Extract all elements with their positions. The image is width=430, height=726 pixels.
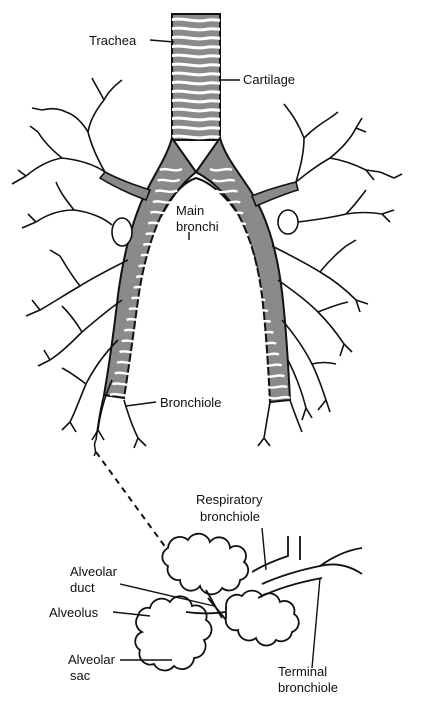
cartilage-ring xyxy=(264,385,288,389)
cartilage-ring xyxy=(126,317,150,322)
cartilage-ring xyxy=(250,330,274,335)
label-respiratory-bronchiole-line2: bronchiole xyxy=(200,509,260,524)
cartilage-ring xyxy=(172,26,223,32)
trachea xyxy=(171,13,223,158)
cartilage-ring xyxy=(172,62,223,68)
cartilage-ring xyxy=(172,17,223,23)
leader-lines xyxy=(112,39,321,669)
cartilage-ring xyxy=(157,178,181,183)
cartilage-ring xyxy=(253,341,277,346)
cartilage-ring xyxy=(172,107,223,113)
cartilage-ring xyxy=(116,360,140,365)
cartilage-ring xyxy=(172,116,223,122)
cartilage-ring xyxy=(220,211,244,216)
label-main-bronchi-line1: Main xyxy=(176,203,204,218)
cartilage-ring xyxy=(121,339,145,344)
cartilage-ring xyxy=(138,264,162,269)
cartilage-ring xyxy=(159,167,183,172)
cartilage-ring xyxy=(152,200,176,204)
cartilage-ring xyxy=(212,178,236,183)
cartilage-ring xyxy=(172,125,223,131)
cartilage-ring xyxy=(267,395,291,400)
cartilage-ring xyxy=(123,328,147,333)
cartilage-ring xyxy=(111,382,135,386)
cartilage-ring xyxy=(234,265,258,270)
labels: Trachea Cartilage Main bronchi Bronchiol… xyxy=(49,33,338,695)
cartilage-ring xyxy=(133,285,157,290)
label-alveolar-duct-line2: duct xyxy=(70,580,95,595)
label-alveolus: Alveolus xyxy=(49,605,99,620)
cartilage-ring xyxy=(223,222,247,226)
cartilage-ring xyxy=(239,287,263,292)
cartilage-ring xyxy=(118,350,143,354)
cartilage-ring xyxy=(142,242,166,247)
cartilage-ring xyxy=(248,319,272,324)
right-bronchial-branches xyxy=(250,103,403,447)
cartilage-ring xyxy=(172,89,223,95)
cartilage-ring xyxy=(140,253,164,258)
cartilage-ring xyxy=(259,363,283,368)
label-main-bronchi-line2: bronchi xyxy=(176,219,219,234)
cartilage-ring xyxy=(261,374,286,378)
cartilage-ring xyxy=(214,189,239,194)
alveolar-cluster xyxy=(134,532,363,672)
label-terminal-bronchiole-line2: bronchiole xyxy=(278,680,338,695)
main-bronchi xyxy=(102,135,292,404)
cartilage-ring xyxy=(147,221,171,226)
cartilage-ring xyxy=(237,276,261,281)
label-trachea: Trachea xyxy=(89,33,137,48)
cartilage-ring xyxy=(149,210,174,215)
cartilage-ring xyxy=(172,35,223,41)
cartilage-ring xyxy=(226,233,250,237)
cartilage-ring xyxy=(217,200,241,205)
label-terminal-bronchiole-line1: Terminal xyxy=(278,664,327,679)
cartilage-ring xyxy=(172,71,223,77)
cartilage-ring xyxy=(228,243,252,248)
label-cartilage: Cartilage xyxy=(243,72,295,87)
cartilage-ring xyxy=(242,298,266,302)
left-bronchial-branches xyxy=(11,77,152,449)
cartilage-ring xyxy=(209,167,233,172)
cartilage-ring xyxy=(172,80,223,86)
cartilage-ring xyxy=(172,44,223,50)
magnification-link xyxy=(93,439,167,549)
label-alveolar-sac-line2: sac xyxy=(70,668,91,683)
label-alveolar-duct-line1: Alveolar xyxy=(70,564,118,579)
cartilage-ring xyxy=(145,232,169,236)
cartilage-ring xyxy=(256,352,280,357)
label-bronchiole: Bronchiole xyxy=(160,395,221,410)
cartilage-ring xyxy=(130,296,154,301)
label-alveolar-sac-line1: Alveolar xyxy=(68,652,116,667)
cartilage-ring xyxy=(114,371,138,376)
cartilage-ring xyxy=(245,309,269,313)
cartilage-ring xyxy=(172,134,223,140)
cartilage-ring xyxy=(109,392,133,397)
cartilage-ring xyxy=(172,98,223,104)
label-respiratory-bronchiole-line1: Respiratory xyxy=(196,492,263,507)
cartilage-ring xyxy=(135,275,159,279)
cartilage-ring xyxy=(154,189,178,194)
cartilage-ring xyxy=(128,307,152,311)
cartilage-ring xyxy=(231,254,255,259)
cartilage-ring xyxy=(172,53,223,59)
